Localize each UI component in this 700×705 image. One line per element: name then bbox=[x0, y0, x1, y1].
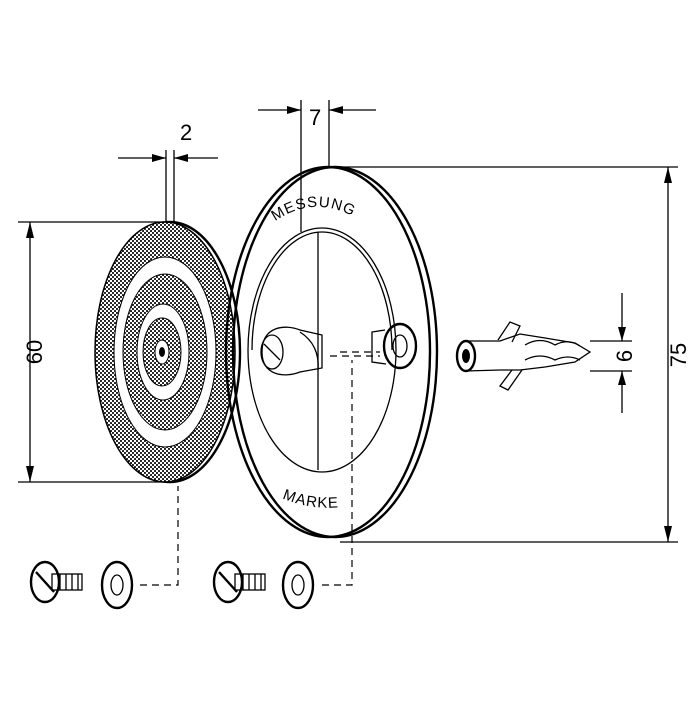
ring-embossing-bottom: MARKE bbox=[281, 486, 340, 512]
dimension-ring-diameter: 75 bbox=[332, 166, 691, 543]
wall-plug bbox=[455, 321, 592, 391]
svg-text:2: 2 bbox=[180, 120, 192, 145]
washer-left bbox=[100, 560, 134, 610]
ring-embossing-top: MESSUNG bbox=[268, 194, 358, 225]
svg-text:75: 75 bbox=[666, 343, 691, 367]
screw-left bbox=[29, 560, 83, 604]
dimension-disc-diameter: 60 bbox=[18, 221, 172, 483]
mounting-ring: MESSUNG MARKE bbox=[224, 165, 439, 539]
washer-right bbox=[281, 560, 315, 610]
screw-right bbox=[212, 560, 266, 604]
assembly-leader-lines bbox=[140, 351, 380, 586]
svg-text:7: 7 bbox=[309, 105, 321, 130]
measuring-disc bbox=[94, 220, 242, 484]
svg-text:6: 6 bbox=[612, 350, 637, 362]
dimension-dowel-diameter: 6 bbox=[590, 293, 637, 413]
dimension-disc-thickness: 2 bbox=[118, 120, 218, 222]
dimension-ring-thickness: 7 bbox=[258, 100, 376, 232]
svg-text:60: 60 bbox=[22, 340, 47, 364]
